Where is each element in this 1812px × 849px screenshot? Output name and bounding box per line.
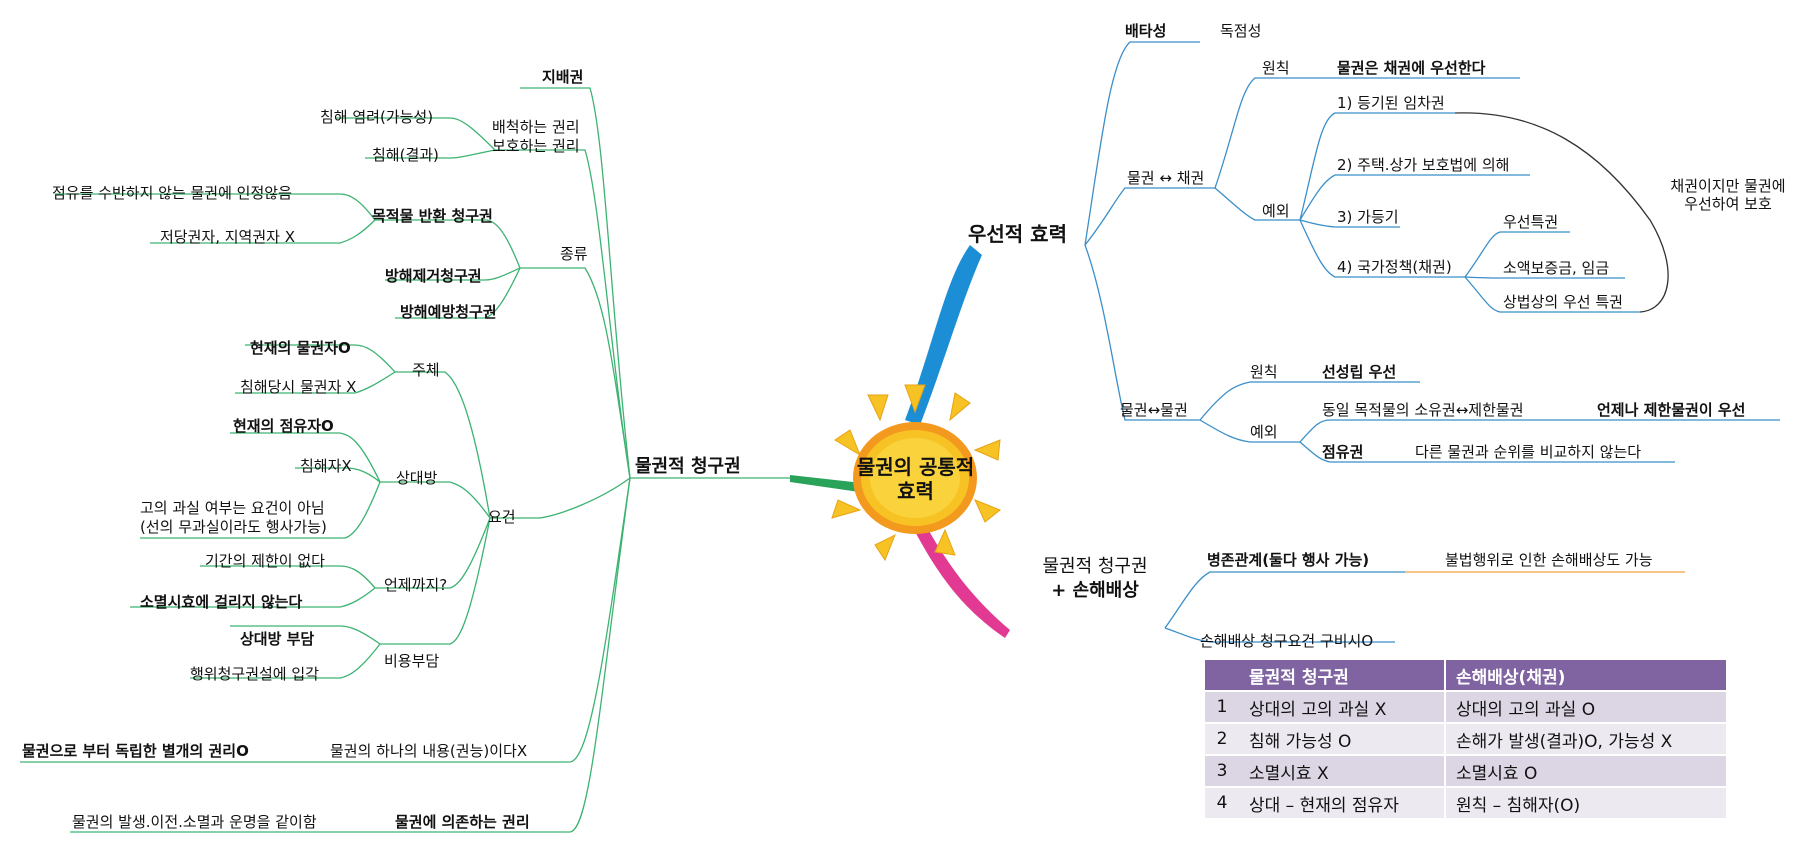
exception-2[interactable]: 2) 주택.상가 보호법에 의해 [1337,156,1510,174]
table-header-num [1205,660,1239,691]
table-cell: 상대의 고의 과실 X [1239,690,1446,723]
control-right[interactable]: 지배권 [542,68,584,86]
table-cell: 상대의 고의 과실 O [1445,690,1726,723]
table-cell: 4 [1205,786,1239,818]
vs-real-exception-1[interactable]: 동일 목적물의 소유권↔제한물권 [1322,401,1524,419]
vs-real-label[interactable]: 물권↔물권 [1120,401,1188,419]
until-2[interactable]: 소멸시효에 걸리지 않는다 [140,593,303,611]
dependent-right[interactable]: 물권에 의존하는 권리 [395,813,530,831]
vs-creditor-principle-label[interactable]: 원칙 [1262,59,1290,77]
cost-label[interactable]: 비용부담 [384,652,440,670]
table-cell: 침해 가능성 O [1239,722,1446,755]
content-note[interactable]: 물권으로 부터 독립한 별개의 권리O [22,742,249,760]
until-1[interactable]: 기간의 제한이 없다 [205,552,325,570]
cost-2[interactable]: 행위청구권설에 입각 [190,665,319,683]
content-label[interactable]: 물권의 하나의 내용(권능)이다X [330,742,528,760]
exclusivity-label[interactable]: 배타성 [1125,22,1167,40]
return-claim[interactable]: 목적물 반환 청구권 [372,207,493,225]
subject-2[interactable]: 침해당시 물권자 X [240,378,357,396]
coexist-detail[interactable]: 불법행위로 인한 손해배상도 가능 [1445,551,1653,569]
table-header-damages: 손해배상(채권) [1445,660,1726,691]
table-row: 1 상대의 고의 과실 X 상대의 고의 과실 O [1205,690,1726,723]
table-cell: 3 [1205,754,1239,787]
removal-claim[interactable]: 방해제거청구권 [385,267,482,285]
vs-real-exception-label[interactable]: 예외 [1250,423,1278,441]
left-title[interactable]: 물권적 청구권 [635,456,741,477]
vs-creditor-principle[interactable]: 물권은 채권에 우선한다 [1337,59,1486,77]
vs-real-principle-label[interactable]: 원칙 [1250,363,1278,381]
vs-creditor-label[interactable]: 물권 ↔ 채권 [1127,169,1205,187]
exception-4b[interactable]: 소액보증금, 임금 [1503,259,1610,277]
exclude-protect[interactable]: 배척하는 권리 보호하는 권리 [492,118,580,155]
exception-3[interactable]: 3) 가등기 [1337,208,1399,226]
dependent-note[interactable]: 물권의 발생.이전.소멸과 운명을 같이함 [72,813,317,831]
table-row: 2 침해 가능성 O 손해가 발생(결과)O, 가능성 X [1205,722,1726,755]
exception-4[interactable]: 4) 국가정책(채권) [1337,258,1452,276]
return-note-1[interactable]: 점유를 수반하지 않는 물권에 인정않음 [52,184,292,202]
comparison-table: 물권적 청구권 손해배상(채권) 1 상대의 고의 과실 X 상대의 고의 과실… [1205,660,1726,818]
table-cell: 소멸시효 X [1239,754,1446,787]
monopoly-label[interactable]: 독점성 [1220,22,1262,40]
cost-1[interactable]: 상대방 부담 [240,630,315,648]
opponent-1[interactable]: 현재의 점유자O [233,417,334,435]
vs-real-principle[interactable]: 선성립 우선 [1322,363,1397,381]
subject-1[interactable]: 현재의 물권자O [250,339,351,357]
vs-real-exception-2[interactable]: 점유권 [1322,443,1364,461]
vs-real-exception-2-result[interactable]: 다른 물권과 순위를 비교하지 않는다 [1415,443,1642,461]
protection-note[interactable]: 채권이지만 물권에 우선하여 보호 [1670,177,1786,213]
table-header-claims: 물권적 청구권 [1239,660,1446,691]
table-header-row: 물권적 청구권 손해배상(채권) [1205,660,1726,691]
coexist-relation[interactable]: 병존관계(둘다 행사 가능) [1207,551,1370,569]
sun-icon [831,384,1001,562]
table-row: 4 상대 – 현재의 점유자 원칙 – 침해자(O) [1205,786,1726,818]
table-cell: 2 [1205,722,1239,755]
prevention-claim[interactable]: 방해예방청구권 [400,303,497,321]
claims-damages-title[interactable]: 물권적 청구권 + 손해배상 [1042,556,1148,601]
opponent-2[interactable]: 침해자X [300,457,352,475]
center-topic[interactable]: 물권의 공통적 효력 [856,455,975,503]
subject-label[interactable]: 주체 [412,361,440,379]
left-connectors [20,87,790,833]
vs-creditor-exception-label[interactable]: 예외 [1262,202,1290,220]
exception-1[interactable]: 1) 등기된 임차권 [1337,94,1445,112]
opponent-label[interactable]: 상대방 [396,469,438,487]
priority-wedge [905,245,982,425]
table-cell: 소멸시효 O [1445,754,1726,787]
threat-label[interactable]: 침해 염려(가능성) [320,108,434,126]
exception-4a[interactable]: 우선특권 [1503,213,1559,231]
types-label[interactable]: 종류 [560,245,588,263]
priority-title[interactable]: 우선적 효력 [968,222,1067,246]
table-cell: 손해가 발생(결과)O, 가능성 X [1445,722,1726,755]
right-connectors [1084,41,1780,643]
table-row: 3 소멸시효 X 소멸시효 O [1205,754,1726,787]
requirements-label[interactable]: 요건 [488,508,516,526]
opponent-3[interactable]: 고의 과실 여부는 요건이 아님 (선의 무과실이라도 행사가능) [140,499,327,536]
infringe-label[interactable]: 침해(결과) [372,146,439,164]
table-cell: 1 [1205,690,1239,723]
return-note-2[interactable]: 저당권자, 지역권자 X [160,228,295,246]
vs-real-exception-1-result[interactable]: 언제나 제한물권이 우선 [1597,401,1746,419]
table-cell: 원칙 – 침해자(O) [1445,786,1726,818]
table-cell: 상대 – 현재의 점유자 [1239,786,1446,818]
damages-requirement[interactable]: 손해배상 청구요건 구비시O [1200,632,1374,650]
claims-wedge [910,515,1010,638]
exception-4c[interactable]: 상법상의 우선 특권 [1503,293,1623,311]
until-label[interactable]: 언제까지? [384,576,448,594]
